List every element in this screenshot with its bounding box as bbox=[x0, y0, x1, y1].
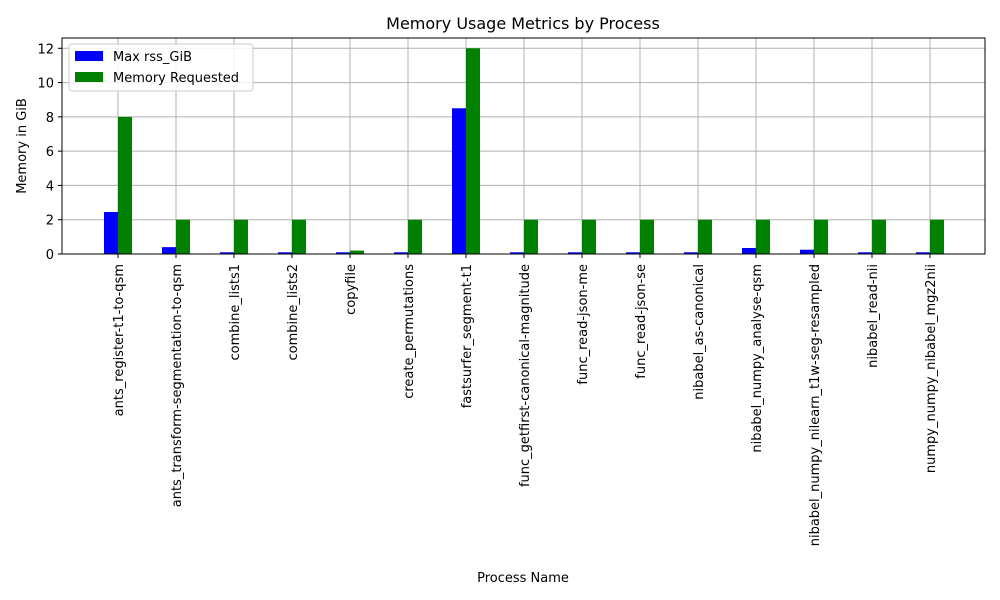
bar-memory-requested-ants-register-t1-to-qsm bbox=[118, 116, 132, 254]
x-tick-label: ants_transform-segmentation-to-qsm bbox=[170, 264, 185, 507]
x-tick-label: func_read-json-me bbox=[576, 264, 591, 385]
y-tick-label: 0 bbox=[46, 248, 54, 263]
x-tick-label: create_permutations bbox=[402, 264, 417, 399]
bar-memory-requested-create-permutations bbox=[408, 219, 422, 254]
bar-memory-requested-nibabel-as-canonical bbox=[698, 219, 712, 254]
bar-max-rss-gib-func-read-json-me bbox=[568, 252, 582, 254]
x-tick-label: nibabel_read-nii bbox=[866, 264, 881, 368]
bar-max-rss-gib-combine-lists1 bbox=[220, 252, 234, 254]
bar-memory-requested-combine-lists2 bbox=[292, 219, 306, 254]
bar-memory-requested-copyfile bbox=[350, 250, 364, 254]
bar-max-rss-gib-ants-transform-segmentation-to-qsm bbox=[162, 247, 176, 254]
bar-memory-requested-func-read-json-se bbox=[640, 219, 654, 254]
bar-max-rss-gib-func-read-json-se bbox=[626, 252, 640, 254]
x-tick-label: func_read-json-se bbox=[634, 264, 649, 379]
bar-memory-requested-combine-lists1 bbox=[234, 219, 248, 254]
bar-max-rss-gib-fastsurfer-segment-t1 bbox=[452, 108, 466, 255]
bars bbox=[104, 48, 944, 255]
legend-frame bbox=[68, 43, 254, 92]
bar-max-rss-gib-nibabel-numpy-nilearn-t1w-seg-resampled bbox=[800, 249, 814, 254]
bar-max-rss-gib-func-getfirst-canonical-magnitude bbox=[510, 252, 524, 254]
bar-memory-requested-func-getfirst-canonical-magnitude bbox=[524, 219, 538, 254]
bar-memory-requested-nibabel-numpy-nilearn-t1w-seg-resampled bbox=[814, 219, 828, 254]
bar-max-rss-gib-numpy-numpy-nibabel-mgz2nii bbox=[916, 252, 930, 254]
x-tick-label: fastsurfer_segment-t1 bbox=[460, 264, 475, 408]
x-tick-label: copyfile bbox=[344, 264, 359, 315]
y-tick-label: 2 bbox=[46, 214, 54, 229]
x-tick-label: func_getfirst-canonical-magnitude bbox=[518, 264, 533, 487]
x-tick-label: nibabel_numpy_nilearn_t1w-seg-resampled bbox=[808, 264, 823, 546]
x-tick-label: nibabel_numpy_analyse-qsm bbox=[750, 264, 765, 453]
legend: Max rss_GiB Memory Requested bbox=[68, 43, 254, 92]
y-tick-label: 10 bbox=[37, 77, 54, 92]
bar-max-rss-gib-nibabel-as-canonical bbox=[684, 252, 698, 254]
bar-max-rss-gib-copyfile bbox=[336, 252, 350, 254]
y-tick-label: 8 bbox=[46, 111, 54, 126]
y-tick-label: 12 bbox=[37, 42, 54, 57]
x-axis-label: Process Name bbox=[477, 571, 569, 586]
x-tick-label: combine_lists1 bbox=[228, 264, 243, 361]
y-axis-ticks: 0 2 4 6 8 10 12 bbox=[37, 42, 62, 263]
y-tick-label: 4 bbox=[46, 179, 54, 194]
bar-max-rss-gib-create-permutations bbox=[394, 252, 408, 254]
x-axis-ticks: ants_register-t1-to-qsm ants_transform-se… bbox=[112, 254, 939, 546]
bar-memory-requested-numpy-numpy-nibabel-mgz2nii bbox=[930, 219, 944, 254]
bar-memory-requested-fastsurfer-segment-t1 bbox=[466, 48, 480, 255]
bar-max-rss-gib-ants-register-t1-to-qsm bbox=[104, 212, 118, 254]
x-tick-label: combine_lists2 bbox=[286, 264, 301, 361]
bar-max-rss-gib-nibabel-read-nii bbox=[858, 252, 872, 254]
x-tick-label: numpy_numpy_nibabel_mgz2nii bbox=[924, 264, 939, 473]
chart-title: Memory Usage Metrics by Process bbox=[386, 14, 660, 33]
bar-max-rss-gib-combine-lists2 bbox=[278, 252, 292, 254]
y-axis-label: Memory in GiB bbox=[15, 98, 30, 194]
legend-label-max-rss: Max rss_GiB bbox=[113, 50, 192, 65]
bar-memory-requested-nibabel-read-nii bbox=[872, 219, 886, 254]
legend-label-memory-requested: Memory Requested bbox=[113, 71, 239, 86]
x-tick-label: ants_register-t1-to-qsm bbox=[112, 264, 127, 416]
bar-memory-requested-func-read-json-me bbox=[582, 219, 596, 254]
bar-memory-requested-nibabel-numpy-analyse-qsm bbox=[756, 219, 770, 254]
bar-memory-requested-ants-transform-segmentation-to-qsm bbox=[176, 219, 190, 254]
x-tick-label: nibabel_as-canonical bbox=[692, 264, 707, 400]
y-tick-label: 6 bbox=[46, 145, 54, 160]
bar-max-rss-gib-nibabel-numpy-analyse-qsm bbox=[742, 248, 756, 254]
legend-swatch-max-rss bbox=[75, 51, 103, 61]
legend-swatch-memory-requested bbox=[75, 72, 103, 82]
